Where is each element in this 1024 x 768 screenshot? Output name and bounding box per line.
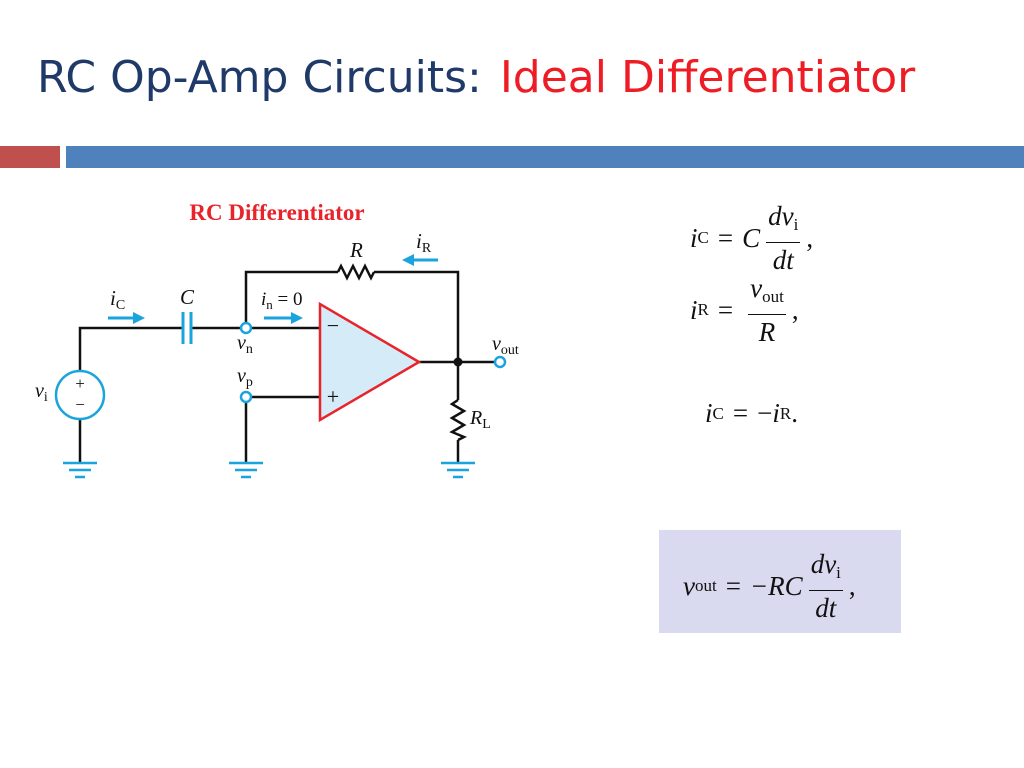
eq2-num-sub: out	[762, 287, 784, 306]
source-plus: +	[75, 374, 85, 393]
eq3-rhs: i	[772, 398, 780, 428]
label-rl: RL	[469, 407, 491, 432]
eq2-fraction: vout R	[748, 272, 786, 348]
title-part-1: RC Op-Amp Circuits:	[37, 52, 482, 103]
circuit-diagram: RC Differentiator − + + −	[35, 200, 519, 479]
label-r: R	[349, 238, 363, 262]
result-lhs: v	[683, 570, 695, 601]
voltage-source	[54, 369, 106, 421]
result-coef: −RC	[749, 570, 803, 601]
op-amp-minus: −	[327, 313, 339, 338]
result-tail: ,	[848, 570, 856, 601]
label-vi: vi	[35, 380, 48, 405]
op-amp	[318, 301, 422, 423]
ground-symbols	[63, 461, 475, 479]
accent-bar-blue	[66, 146, 1024, 168]
eq1-equals: =	[717, 222, 734, 253]
result-num-sub: i	[836, 563, 841, 582]
result-box	[659, 530, 901, 633]
label-vout: vout	[492, 333, 519, 358]
eq1-num-d: d	[768, 201, 782, 231]
eq1-lhs-sub: C	[697, 228, 709, 247]
source-minus: −	[75, 395, 85, 414]
result-equals: =	[725, 570, 741, 601]
current-arrows	[108, 254, 438, 324]
eq3-lhs: i	[705, 398, 713, 428]
eq3-tail: .	[791, 398, 798, 428]
eq2-equals: =	[717, 294, 734, 325]
junction-output	[453, 357, 463, 367]
eq3-sign: −	[757, 398, 773, 428]
eq1-coef: C	[742, 222, 761, 253]
eq1-lhs: i	[690, 222, 698, 253]
resistor-r	[336, 263, 376, 281]
title-part-2: Ideal Differentiator	[499, 52, 916, 103]
result-den: dt	[815, 593, 837, 623]
terminal-vout	[493, 355, 507, 369]
eq2-lhs: i	[690, 294, 698, 325]
diagram-caption: RC Differentiator	[189, 200, 364, 225]
resistor-rl	[449, 398, 468, 442]
result-num-v: v	[824, 549, 837, 579]
eq3-equals: =	[732, 398, 749, 428]
eq1-tail: ,	[806, 222, 814, 253]
eq1-den: dt	[772, 245, 794, 275]
op-amp-plus: +	[327, 384, 339, 409]
result-fraction: dvi dt	[808, 548, 843, 624]
eq3-rhs-sub: R	[779, 403, 792, 423]
accent-bar-red	[0, 146, 60, 168]
result-lhs-sub: out	[694, 576, 717, 595]
eq2-tail: ,	[791, 294, 799, 325]
eq2-lhs-sub: R	[697, 300, 709, 319]
eq1-fraction: dvi dt	[766, 200, 801, 276]
eq2-num-v: v	[750, 273, 763, 303]
terminal-vp	[239, 390, 253, 404]
eq1-num-v: v	[781, 201, 794, 231]
label-ic: iC	[110, 286, 125, 313]
label-in: in = 0	[261, 289, 303, 312]
terminal-vn	[239, 321, 253, 335]
eq3-lhs-sub: C	[712, 403, 724, 423]
label-vp: vp	[237, 365, 253, 390]
capacitor	[181, 312, 193, 344]
label-vn: vn	[237, 332, 253, 357]
eq2-den: R	[758, 317, 776, 347]
eq1-num-sub: i	[793, 215, 799, 234]
result-num-d: d	[810, 549, 825, 579]
label-ir: iR	[416, 229, 432, 256]
slide-title: RC Op-Amp Circuits: Ideal Differentiator	[37, 52, 915, 103]
label-c: C	[180, 285, 195, 309]
